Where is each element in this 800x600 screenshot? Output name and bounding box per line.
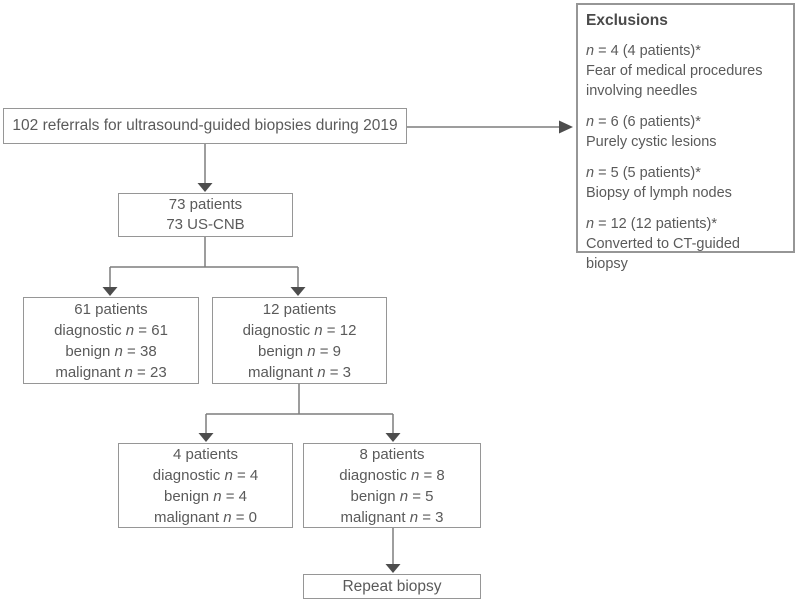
referrals-box: 102 referrals for ultrasound-guided biop… xyxy=(3,108,407,144)
exclusions-title: Exclusions xyxy=(586,12,668,29)
arrow-to-repeat-biopsy-icon xyxy=(385,528,401,573)
exclusion-reason: Converted to CT-guided biopsy xyxy=(586,236,740,272)
stat-line: benign n = 5 xyxy=(350,487,434,505)
group-12-box: 12 patients diagnostic n = 12 benign n =… xyxy=(212,297,387,384)
stat-line: diagnostic n = 8 xyxy=(339,466,445,484)
exclusions-box: Exclusions n = 4 (4 patients)* Fear of m… xyxy=(576,3,795,272)
stat-line: malignant n = 3 xyxy=(340,508,444,526)
stat-line: benign n = 38 xyxy=(65,342,157,360)
group-8-box: 8 patients diagnostic n = 8 benign n = 5… xyxy=(303,443,481,528)
stat-line: malignant n = 3 xyxy=(248,363,351,381)
stat-line: diagnostic n = 4 xyxy=(152,466,259,484)
arrow-to-us-cnb-icon xyxy=(197,144,213,192)
exclusion-item: n = 12 (12 patients)* Converted to CT-gu… xyxy=(586,214,785,274)
us-cnb-line: 73 US-CNB xyxy=(166,216,245,233)
exclusion-count: n = 4 (4 patients)* xyxy=(586,43,701,59)
split-connector-top-icon xyxy=(102,237,306,296)
exclusion-count: n = 5 (5 patients)* xyxy=(586,165,701,181)
repeat-biopsy-label: Repeat biopsy xyxy=(342,577,442,595)
exclusion-reason: Fear of medical procedures involving nee… xyxy=(586,63,763,99)
exclusion-item: n = 4 (4 patients)* Fear of medical proc… xyxy=(586,41,785,101)
referrals-text: 102 referrals for ultrasound-guided biop… xyxy=(12,117,398,134)
group-title: 4 patients xyxy=(172,445,239,463)
split-connector-bottom-icon xyxy=(198,384,401,442)
group-title: 8 patients xyxy=(359,445,425,463)
group-title: 61 patients xyxy=(74,300,148,318)
group-4-box: 4 patients diagnostic n = 4 benign n = 4… xyxy=(118,443,293,528)
stat-line: benign n = 9 xyxy=(258,342,341,360)
repeat-biopsy-box: Repeat biopsy xyxy=(303,574,481,599)
us-cnb-line: 73 patients xyxy=(168,196,243,213)
stat-line: malignant n = 0 xyxy=(154,508,257,526)
stat-line: benign n = 4 xyxy=(164,487,247,505)
stat-line: diagnostic n = 12 xyxy=(242,321,357,339)
group-61-box: 61 patients diagnostic n = 61 benign n =… xyxy=(23,297,199,384)
exclusion-reason: Purely cystic lesions xyxy=(586,134,717,150)
exclusion-count: n = 6 (6 patients)* xyxy=(586,114,701,130)
stat-line: malignant n = 23 xyxy=(55,363,167,381)
group-title: 12 patients xyxy=(262,300,337,318)
exclusion-item: n = 5 (5 patients)* Biopsy of lymph node… xyxy=(586,163,785,203)
exclusion-count: n = 12 (12 patients)* xyxy=(586,216,718,232)
arrow-to-exclusions-icon xyxy=(407,120,573,134)
stat-line: diagnostic n = 61 xyxy=(54,321,168,339)
exclusion-item: n = 6 (6 patients)* Purely cystic lesion… xyxy=(586,112,785,152)
exclusion-reason: Biopsy of lymph nodes xyxy=(586,185,732,201)
us-cnb-box: 73 patients 73 US-CNB xyxy=(118,193,293,237)
